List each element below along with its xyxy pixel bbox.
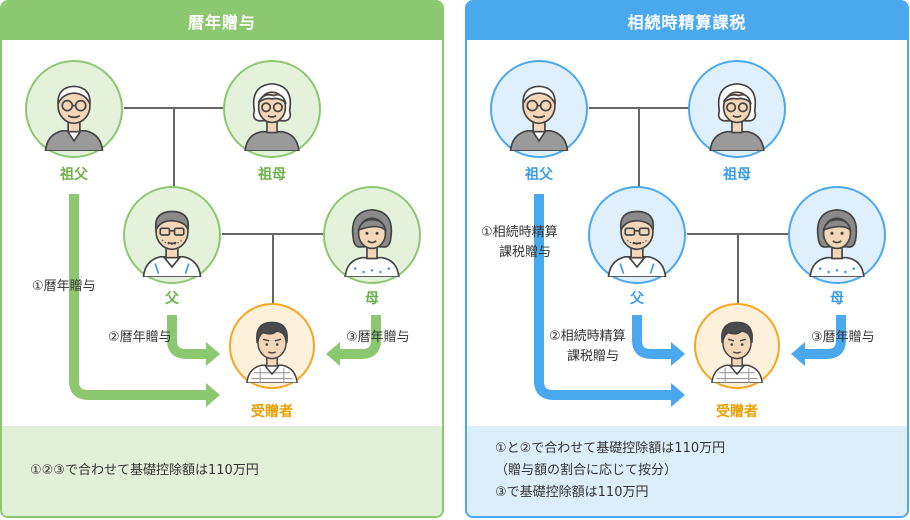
grandmother-label: 祖母: [722, 166, 751, 183]
panel-footer-note: ①と②で合わせて基礎控除額は110万円 （贈与額の割合に応じて按分） ③で基礎控…: [467, 426, 907, 516]
arrow-icon: [805, 315, 846, 359]
mother-avatar: [788, 186, 886, 284]
panel-footer-note: ①②③で合わせて基礎控除額は110万円: [2, 426, 442, 516]
arrow-icon: [791, 342, 805, 366]
arrow-icon: [326, 342, 340, 366]
flow-2-label-line2: 課税贈与: [567, 348, 619, 364]
arrow-heads: [671, 342, 805, 407]
grandfather-avatar: [25, 60, 123, 158]
family-tree-lines: [589, 107, 789, 304]
arrow-icon: [167, 315, 206, 359]
grandfather-avatar: [490, 60, 588, 158]
flow-2-label: ②暦年贈与: [108, 329, 172, 345]
recipient-label: 受贈者: [716, 403, 758, 420]
arrow-icon: [671, 342, 685, 366]
grandmother-avatar: [688, 60, 786, 158]
grandmother-avatar: [223, 60, 321, 158]
father-avatar: [123, 186, 221, 284]
recipient-avatar: [229, 303, 315, 389]
mother-label: 母: [830, 291, 844, 307]
father-label: 父: [629, 291, 645, 307]
arrow-icon: [671, 383, 685, 407]
arrow-icon: [632, 315, 671, 359]
gift-arrows: [69, 194, 381, 400]
panel-title: 相続時精算課税: [467, 2, 907, 40]
arrow-icon: [340, 315, 381, 359]
mother-label: 母: [365, 291, 379, 307]
father-label: 父: [164, 291, 180, 307]
panel-settlement-at-inheritance: 相続時精算課税: [465, 0, 909, 518]
panel-calendar-year-gift: 暦年贈与: [0, 0, 444, 518]
flow-1-label: ①暦年贈与: [32, 278, 96, 294]
footer-line: （贈与額の割合に応じて按分）: [495, 463, 678, 478]
footer-line: ③で基礎控除額は110万円: [495, 485, 649, 500]
recipient-avatar: [694, 303, 780, 389]
family-gift-diagram: 祖父 祖母 父 母 受贈者 ①暦年贈与 ②暦年贈与 ③暦年贈与: [25, 60, 421, 420]
flow-2-label-line1: ②相続時精算: [549, 329, 626, 344]
arrow-icon: [206, 383, 220, 407]
footer-line: ①②③で合わせて基礎控除額は110万円: [30, 463, 259, 478]
grandfather-label: 祖父: [524, 166, 554, 183]
flow-3-label: ③暦年贈与: [811, 329, 875, 345]
arrow-heads: [206, 342, 340, 407]
mother-avatar: [323, 186, 421, 284]
family-tree-lines: [124, 107, 324, 304]
grandmother-label: 祖母: [257, 166, 286, 183]
family-gift-diagram: 祖父 祖母 父 母 受贈者 ①相続時精算 課税贈与 ②相続時精算 課税贈与 ③暦…: [481, 60, 886, 420]
gift-arrows: [534, 194, 846, 400]
footer-line: ①と②で合わせて基礎控除額は110万円: [495, 441, 726, 456]
father-avatar: [588, 186, 686, 284]
grandfather-label: 祖父: [59, 166, 89, 183]
flow-3-label: ③暦年贈与: [346, 329, 410, 345]
flow-1-label-line1: ①相続時精算: [481, 225, 558, 240]
arrow-icon: [534, 194, 671, 400]
panel-title: 暦年贈与: [2, 2, 442, 40]
flow-1-label-line2: 課税贈与: [499, 244, 551, 260]
arrow-icon: [69, 194, 206, 400]
recipient-label: 受贈者: [251, 403, 293, 420]
arrow-icon: [206, 342, 220, 366]
